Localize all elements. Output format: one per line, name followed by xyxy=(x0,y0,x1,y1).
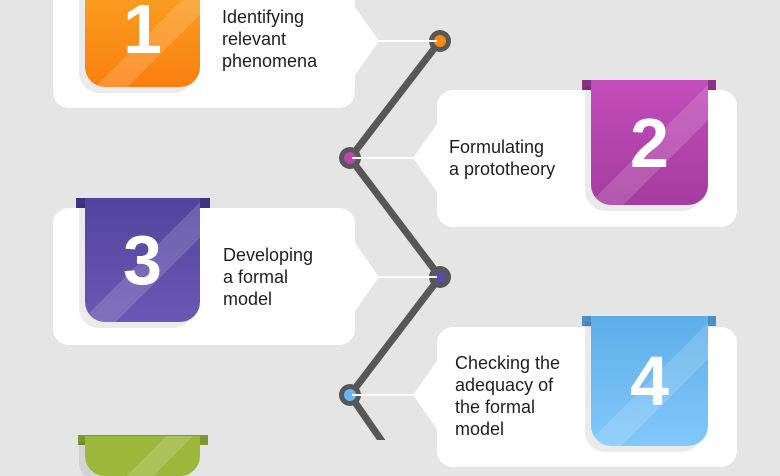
step-label-3: Developing a formal model xyxy=(223,245,314,309)
timeline-path xyxy=(339,30,451,440)
timeline-node-3 xyxy=(429,266,451,288)
step-badge-5 xyxy=(85,436,200,476)
timeline-node-4 xyxy=(339,384,361,406)
step-badge-2: 2 xyxy=(591,80,708,205)
step-badge-3: 3 xyxy=(85,198,200,322)
timeline-node-2 xyxy=(339,147,361,169)
step-label-1: Identifying relevant phenomena xyxy=(222,7,318,71)
connector-line xyxy=(352,157,416,159)
connector-line xyxy=(375,40,437,42)
timeline-node-1 xyxy=(429,30,451,52)
step-label-2: Formulating a prototheory xyxy=(449,137,556,179)
step-badge-4: 4 xyxy=(591,316,708,446)
connector-line xyxy=(352,394,416,396)
card-pointer xyxy=(413,361,437,429)
step-label-4: Checking the adequacy of the formal mode… xyxy=(455,353,561,439)
step-badge-1: 1 xyxy=(85,0,200,87)
card-pointer xyxy=(413,124,437,192)
connector-line xyxy=(375,276,437,278)
